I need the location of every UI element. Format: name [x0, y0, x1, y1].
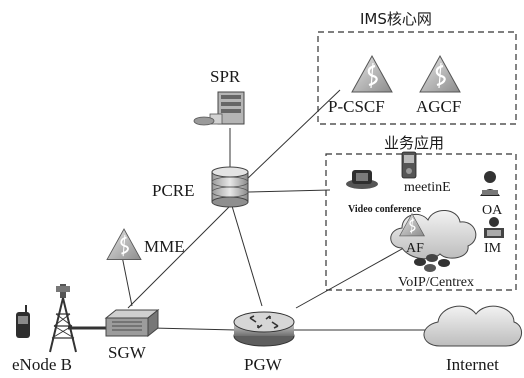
business-apps-border [325, 153, 517, 291]
pcrf-label: PCRE [152, 181, 195, 200]
link-mme-sgw [121, 255, 133, 307]
oa-user-icon [480, 171, 500, 196]
ims-core-border [317, 31, 517, 125]
spr-server-icon [193, 91, 245, 126]
internet-cloud-icon [423, 305, 522, 347]
link-pgw-apps [295, 239, 419, 309]
video-conference-label: Video conference [348, 204, 422, 215]
ims-core-group: IMS核心网 P-CSCF AGCF [317, 10, 517, 125]
video-conference-icon [346, 170, 378, 189]
meetine-label: meetinE [404, 180, 451, 195]
agcf-icon [418, 54, 462, 94]
oa-label: OA [482, 203, 503, 218]
mobile-phone-icon [16, 305, 30, 338]
im-label: IM [484, 241, 502, 256]
links [68, 89, 440, 331]
sgw-switch-icon [104, 308, 160, 338]
link-pcrf-ims [245, 89, 341, 181]
link-sgw-pcrf [127, 205, 231, 309]
business-apps-group: 业务应用 meetinE Video conference OA AF [325, 134, 517, 291]
mme-label: MME [144, 237, 185, 256]
im-icon [484, 217, 504, 238]
link-sgw-pgw [151, 327, 237, 331]
business-apps-title: 业务应用 [384, 134, 444, 152]
enodeb-tower-icon [49, 284, 77, 353]
voip-label: VoIP/Centrex [398, 275, 474, 290]
voip-phones-icon [414, 254, 450, 272]
enodeb-label: eNode B [12, 355, 72, 374]
link-pcrf-apps [247, 189, 331, 193]
ims-core-title: IMS核心网 [360, 10, 432, 28]
pgw-router-icon [233, 311, 295, 347]
af-label: AF [406, 241, 424, 256]
mme-icon [106, 228, 142, 261]
agcf-label: AGCF [416, 97, 461, 116]
pcrf-database-icon [211, 166, 249, 208]
meetine-phone-icon [401, 151, 417, 179]
link-pcrf-pgw [231, 205, 263, 307]
internet-label: Internet [446, 355, 499, 374]
pgw-label: PGW [244, 355, 283, 374]
spr-label: SPR [210, 67, 241, 86]
pcscf-label: P-CSCF [328, 97, 385, 116]
sgw-label: SGW [108, 343, 147, 362]
pcscf-icon [350, 54, 394, 94]
